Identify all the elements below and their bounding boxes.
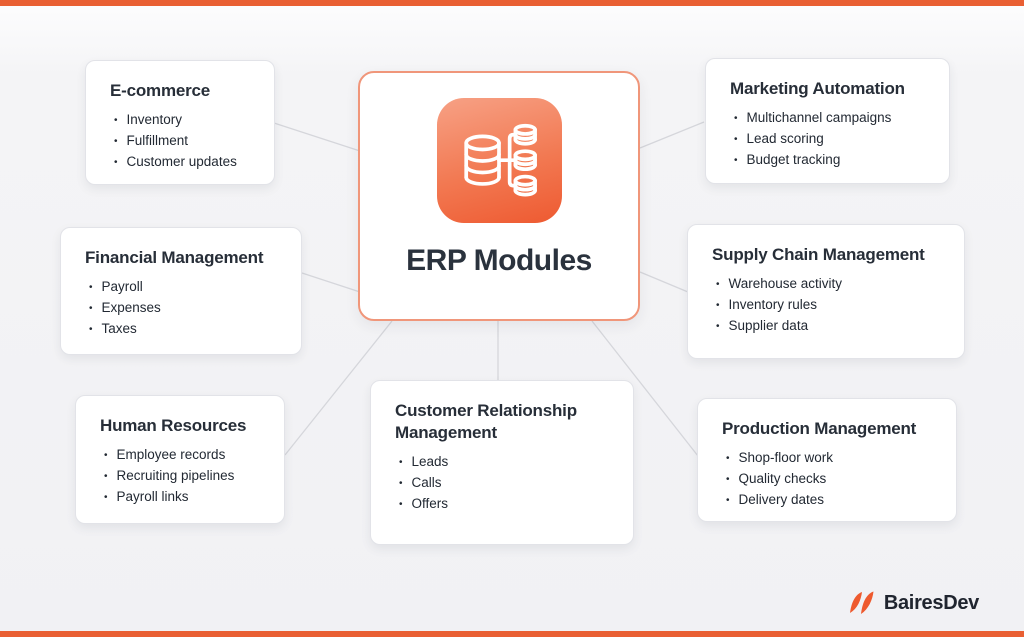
module-item: Payroll links [104,487,264,508]
module-item: Offers [399,494,613,515]
module-list-human-resources: Employee records Recruiting pipelines Pa… [104,445,264,508]
connector-marketing [639,121,705,149]
database-network-icon [464,123,537,196]
module-card-human-resources: Human Resources Employee records Recruit… [75,395,285,524]
module-item: Fulfillment [114,131,254,152]
module-title-supply-chain: Supply Chain Management [712,245,925,264]
module-card-crm: Customer Relationship Management Leads C… [370,380,634,545]
module-card-financial: Financial Management Payroll Expenses Ta… [60,227,302,355]
module-item: Multichannel campaigns [734,108,929,129]
module-title-financial: Financial Management [85,248,264,267]
module-list-crm: Leads Calls Offers [399,452,613,515]
connector-hr [284,320,393,456]
module-title-marketing: Marketing Automation [730,79,905,98]
module-item: Payroll [89,277,281,298]
top-accent-bar [0,0,1024,6]
module-item: Recruiting pipelines [104,466,264,487]
module-item: Quality checks [726,469,936,490]
module-list-marketing: Multichannel campaigns Lead scoring Budg… [734,108,929,171]
module-item: Delivery dates [726,490,936,511]
connector-supply [639,271,689,293]
module-title-crm: Customer Relationship Management [395,401,577,442]
module-title-human-resources: Human Resources [100,416,247,435]
module-item: Lead scoring [734,129,929,150]
erp-hub-card: ERP Modules [358,71,640,321]
module-item: Leads [399,452,613,473]
module-item: Taxes [89,319,281,340]
module-item: Shop-floor work [726,448,936,469]
bairesdev-logo-mark [849,591,874,614]
erp-icon-tile [436,98,562,223]
module-card-marketing: Marketing Automation Multichannel campai… [705,58,950,184]
module-item: Inventory [114,110,254,131]
brand-logo-text: BairesDev [883,591,979,614]
module-item: Calls [399,473,613,494]
module-card-production: Production Management Shop-floor work Qu… [697,398,957,522]
hub-title: ERP Modules [406,244,592,277]
connector-ecommerce [273,122,361,152]
module-item: Budget tracking [734,150,929,171]
module-card-ecommerce: E-commerce Inventory Fulfillment Custome… [85,60,275,185]
connector-production [591,320,699,457]
brand-logo: BairesDev [849,591,979,615]
module-title-production: Production Management [722,419,917,438]
module-title-ecommerce: E-commerce [110,81,211,100]
bottom-accent-bar [0,631,1024,637]
module-item: Inventory rules [716,295,944,316]
module-item: Employee records [104,445,264,466]
module-item: Expenses [89,298,281,319]
module-card-supply-chain: Supply Chain Management Warehouse activi… [687,224,965,359]
module-item: Customer updates [114,152,254,173]
connector-financial [301,272,361,293]
module-item: Warehouse activity [716,274,944,295]
module-list-production: Shop-floor work Quality checks Delivery … [726,448,936,511]
module-list-ecommerce: Inventory Fulfillment Customer updates [114,110,254,173]
module-list-financial: Payroll Expenses Taxes [89,277,281,340]
module-list-supply-chain: Warehouse activity Inventory rules Suppl… [716,274,944,337]
module-item: Supplier data [716,316,944,337]
